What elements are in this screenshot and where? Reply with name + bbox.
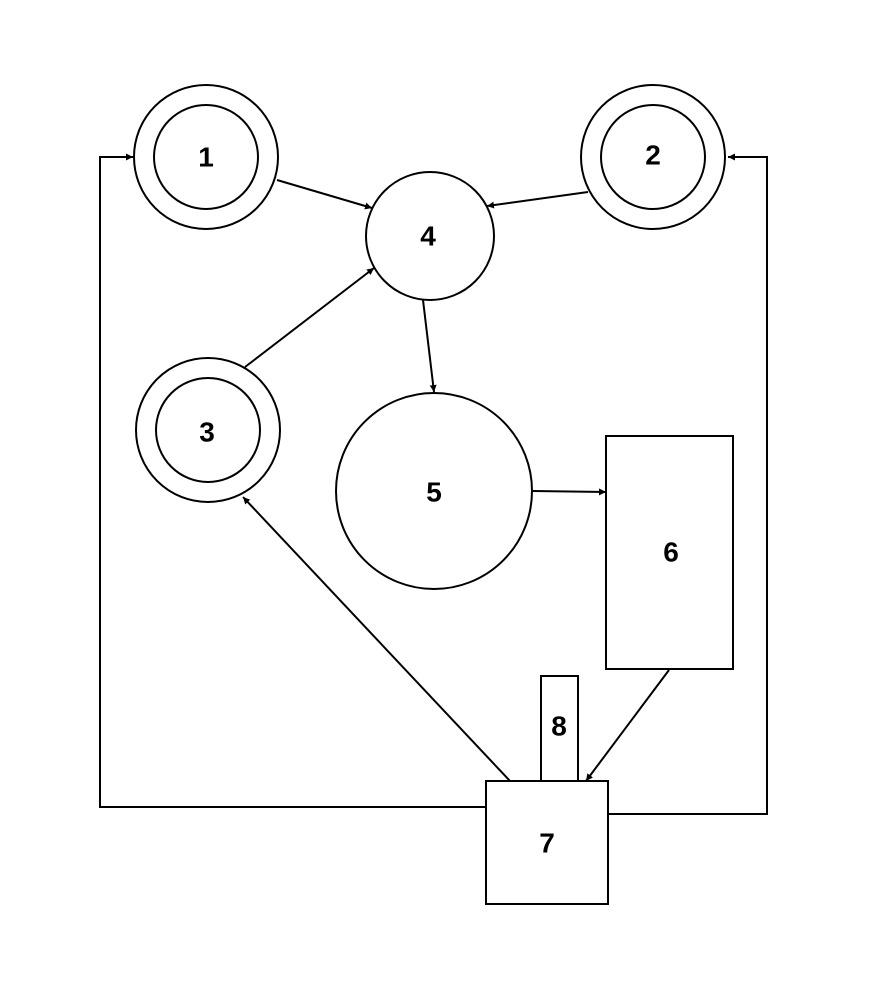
node-2-label: 2 <box>645 140 661 171</box>
edge-4-to-5 <box>422 299 437 393</box>
edge-7-to-1 <box>99 153 486 808</box>
edge-1-to-4 <box>276 179 373 210</box>
node-4: 4 <box>365 171 495 301</box>
node-7-rect <box>485 780 609 905</box>
node-3-inner-ring <box>155 377 261 483</box>
edge-2-to-4 <box>486 191 589 209</box>
node-1-label: 1 <box>198 142 214 173</box>
node-5-circle <box>335 392 533 590</box>
edges <box>99 153 768 815</box>
node-6-rect <box>605 435 734 670</box>
node-5-label: 5 <box>426 477 442 508</box>
edge-6-to-7 <box>585 669 670 782</box>
node-4-circle <box>365 171 495 301</box>
node-3: 3 <box>135 357 281 503</box>
node-8-rect <box>540 675 579 782</box>
node-6-label: 6 <box>663 537 679 568</box>
node-6: 6 <box>605 435 734 670</box>
node-3-label: 3 <box>199 417 215 448</box>
node-1: 1 <box>133 84 279 230</box>
node-8: 8 <box>540 675 579 782</box>
node-7-label: 7 <box>539 828 555 859</box>
node-4-label: 4 <box>420 221 436 252</box>
node-7: 7 <box>485 780 609 905</box>
node-5: 5 <box>335 392 533 590</box>
node-2-inner-ring <box>600 104 706 210</box>
node-1-inner-ring <box>153 104 259 210</box>
edge-7-to-3 <box>242 496 511 782</box>
edge-5-to-6 <box>532 488 607 496</box>
node-2: 2 <box>580 84 726 230</box>
edge-3-to-4 <box>244 267 375 368</box>
edge-7-to-2 <box>609 153 768 815</box>
node-8-label: 8 <box>551 711 567 742</box>
